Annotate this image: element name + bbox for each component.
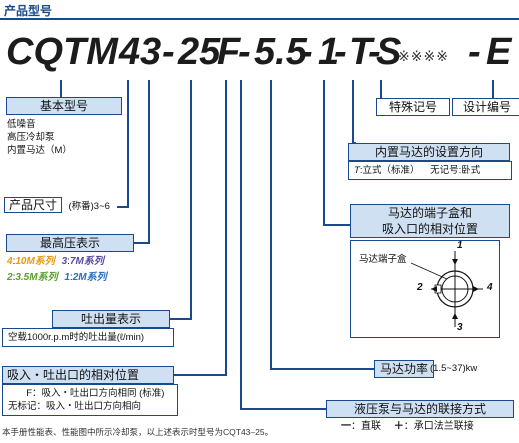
pressure-colon: :: [12, 256, 16, 267]
pressure-2-val: 3.5M系列: [15, 272, 58, 283]
displacement-title: 吐出量表示: [52, 310, 170, 328]
motor-install-key2: 无记号: [430, 165, 459, 176]
design-number-text: 设计编号: [462, 100, 511, 114]
basic-model-item: 低噪音: [7, 119, 36, 130]
pressure-3-num: 3: [61, 256, 68, 267]
basic-model-list: 低噪音 高压冷却泵 内置马达（M）: [2, 116, 116, 159]
position-3: 3: [457, 322, 463, 333]
code-d2: 3: [140, 31, 162, 73]
position-2: 2: [417, 282, 423, 293]
terminal-position-diagram: [410, 251, 483, 327]
port-position-body: F：吸入・吐出口方向相同 (标准) 无标记：吸入・吐出口方向相向: [2, 384, 178, 416]
port-none-val: ：吸入・吐出口方向相向: [36, 401, 142, 412]
max-pressure-title-text: 最高压表示: [39, 236, 100, 250]
port-position-title-text: 吸入・吐出口的相对位置: [7, 368, 140, 382]
code-d5: 1: [318, 31, 340, 73]
port-f-val: ：吸入・吐出口方向相同 (标准): [32, 388, 165, 399]
motor-power-value: (1.5~37)kw: [430, 363, 478, 374]
max-pressure-body: 4:10M系列 3:7M系列 2:3.5M系列 1:2M系列: [2, 252, 134, 288]
code-t: T: [349, 31, 373, 73]
displacement-title-text: 吐出量表示: [80, 312, 141, 326]
pressure-colon: :: [12, 272, 16, 283]
basic-model-title-text: 基本型号: [39, 99, 88, 113]
terminal-box-diagram: 马达端子盒 1 2 3 4: [350, 240, 500, 338]
code-d3: 25: [178, 31, 221, 73]
code-dash3: -: [300, 31, 313, 73]
connection-title-text: 液压泵与马达的联接方式: [353, 402, 486, 416]
code-dash1: -: [162, 31, 175, 73]
header-title: 产品型号: [4, 4, 53, 18]
terminal-box-title-line1: 马达的端子盒和: [387, 206, 472, 220]
code-prefix: CQTM: [6, 31, 118, 73]
position-1: 1: [457, 240, 463, 251]
special-code-text: 特殊记号: [388, 100, 437, 114]
connection-opt1-val: ：直联: [351, 421, 381, 432]
motor-install-title-text: 内置马达的设置方向: [374, 145, 483, 159]
code-e: E: [486, 31, 512, 73]
connection-opt1-key: 一: [341, 421, 351, 432]
footnote-text: 本手册性能表、性能图中所示冷却泵，以上述表示时型号为CQT43–25。: [2, 427, 274, 437]
pressure-2-num: 2: [7, 272, 13, 283]
page-header: 产品型号: [0, 0, 519, 20]
code-stars: ※※※※: [398, 48, 449, 64]
pressure-4-num: 4: [7, 256, 13, 267]
pressure-colon: :: [69, 272, 73, 283]
terminal-box-title-line2: 吸入口的相对位置: [381, 222, 478, 236]
design-number-label: 设计编号: [452, 98, 519, 116]
displacement-body: 空载1000r.p.m时的吐出量(ℓ/min): [2, 328, 174, 347]
connection-title: 液压泵与马达的联接方式: [326, 400, 514, 418]
code-s: S: [376, 31, 402, 73]
connection-body: 一：直联 ＋：承口法兰联接: [326, 418, 512, 435]
displacement-desc: 空载1000r.p.m时的吐出量(ℓ/min): [8, 332, 145, 343]
motor-power-label: 马达功率: [374, 360, 434, 378]
code-dash6: -: [468, 31, 481, 73]
position-4: 4: [487, 282, 493, 293]
pressure-1-num: 1: [64, 272, 70, 283]
footnote: 本手册性能表、性能图中所示冷却泵，以上述表示时型号为CQT43–25。: [2, 426, 273, 438]
code-dash5: -: [368, 31, 381, 73]
motor-install-body: T:立式（标准） 无记号:卧式: [348, 161, 512, 180]
code-dash2: -: [238, 31, 251, 73]
header-underline: [0, 18, 519, 20]
code-d1: 4: [119, 31, 141, 73]
pressure-colon: :: [67, 256, 70, 267]
basic-model-item: 高压冷却泵: [7, 132, 55, 143]
motor-install-title: 内置马达的设置方向: [348, 143, 510, 161]
motor-install-val1: :立式（标准）: [359, 165, 420, 176]
product-size-label: 产品尺寸: [4, 197, 63, 213]
product-size: 产品尺寸 (称番)3~6: [4, 196, 110, 214]
connection-opt2-val: ：承口法兰联接: [403, 421, 474, 432]
max-pressure-title: 最高压表示: [6, 234, 134, 252]
code-d4: 5.5: [254, 31, 307, 73]
pressure-4-val: 10M系列: [15, 256, 55, 267]
basic-model-item: 内置马达（M）: [7, 145, 72, 156]
pressure-1-val: 2M系列: [72, 272, 107, 283]
motor-install-val2: :卧式: [458, 165, 481, 176]
port-position-title: 吸入・吐出口的相对位置: [2, 366, 174, 384]
connection-opt2-key: ＋: [393, 421, 404, 432]
pressure-3-val: 7M系列: [69, 256, 104, 267]
product-size-value: (称番)3~6: [68, 201, 110, 212]
code-f: F: [217, 31, 241, 73]
code-dash4: -: [334, 31, 347, 73]
motor-power-label-text: 马达功率: [379, 362, 428, 376]
special-code-label: 特殊记号: [376, 98, 450, 116]
motor-install-key1: T: [354, 165, 360, 176]
port-f-key: F: [26, 388, 32, 399]
basic-model-title: 基本型号: [6, 97, 122, 115]
terminal-box-title: 马达的端子盒和 吸入口的相对位置: [350, 204, 510, 238]
terminal-box-label: 马达端子盒: [359, 254, 407, 265]
port-none-key: 无标记: [8, 401, 37, 412]
